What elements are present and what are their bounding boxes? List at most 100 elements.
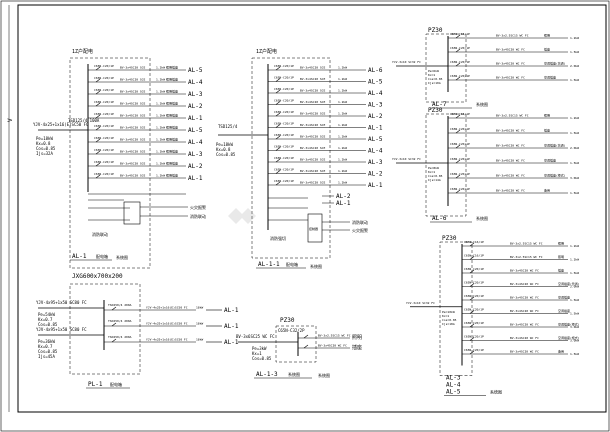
al1-circuit-use: 照明插座 — [166, 101, 178, 106]
panel_pz30_mid-row-breaker-label: C65N-C20/1P — [450, 172, 470, 176]
al1-circuit-breaker-label: C65N-C20/1P — [94, 76, 114, 80]
al1-scale: 系统图 — [116, 254, 128, 260]
panel_pz30_top-row-breaker-label: C65N-C20/1P — [450, 46, 470, 50]
panel_pz30_top-feed-cable: YJV-3x10 SC32 FC — [392, 60, 421, 64]
panel_pz30_bot-caption: AL-5 — [446, 389, 461, 396]
panel_pz30_top-row-cable: BV-3x4SC20 WC FC — [496, 48, 525, 52]
pl1-note-b-0: Pe=36kW — [38, 339, 55, 344]
al11-circuit-power: 1.2kW — [338, 100, 347, 104]
al1-circuit-id: AL-1 — [188, 115, 203, 122]
panel_pz30_top-row-breaker-label: C65N-C20/1P — [450, 74, 470, 78]
panel_pz30_bot-caption: AL-3 — [446, 375, 461, 382]
panel_pz30_bot-row-use: 备用 — [558, 349, 564, 354]
al11-circuit-cable: BV-3x4SC20 SCE — [300, 169, 325, 173]
al11-circuit-id: AL-1 — [368, 125, 383, 132]
panel_pz30_mid-row-power: 2.0kW — [570, 146, 579, 150]
al13-note-1: Kx=1 — [252, 351, 262, 356]
al11-circuit-id: AL-1 — [368, 182, 383, 189]
panel_pz30_top-row-breaker-switch — [455, 62, 461, 67]
al11-circuit-id: AL-3 — [368, 159, 383, 166]
al11-circuit-breaker-label: C65N-C20/1P — [274, 64, 294, 68]
al11-bus-label: 1Z户配电 — [256, 48, 277, 55]
al13-scale: 系统图 — [318, 372, 330, 378]
panel_pz30_top-enclosure — [425, 33, 467, 103]
al11-circuit-breaker-switch — [275, 124, 281, 128]
al11-fire-output-3: 火灾报警 — [352, 227, 368, 233]
al11-circuit-breaker-switch — [275, 158, 281, 163]
al1-feed-cable: YJV-4x25+1x16(E)SC50 FC — [33, 122, 89, 127]
al11-circuit-breaker-switch — [275, 135, 281, 140]
pl1-box-size: JXG600x700x200 — [72, 273, 123, 280]
panel_pz30_bot-row-power: 1.2kW — [570, 258, 579, 262]
al11-circuit-breaker-label: C65N-C20/1P — [274, 99, 294, 103]
panel_pz30_top-row-use: 照明 — [544, 34, 550, 38]
panel_pz30_bot-row-use: 空调插座(普通) — [558, 281, 580, 286]
al11-circuit-cable: BV-3x4SC20 SCE — [300, 89, 325, 93]
al11-circuit-power: 1.2kW — [338, 181, 347, 185]
panel_pz30_bot-row-cable: BV-3x4SC20 WC FC — [510, 282, 539, 286]
al11-circuit-breaker-label: C65N-C20/1P — [274, 145, 294, 149]
panel_pz30_bot-note: Pe=10kW — [442, 310, 455, 314]
panel_pz30_bot-row-cable: BV-3x4SC20 WC FC — [510, 296, 539, 300]
al1-circuit-use: 照明插座 — [166, 65, 178, 70]
panel_pz30_top-row-power: 1.5kW — [570, 50, 579, 54]
al11-circuit-breaker-label: C65N-C20/1P — [274, 122, 294, 126]
panel_pz30_top-row-use: 空调插座 — [544, 75, 556, 80]
al11-circuit-cable: BV-3x4SC20 SCE — [300, 123, 325, 127]
al1-circuit-breaker-label: C65N-C20/1P — [94, 112, 114, 116]
al13-note-2: Cos=0.85 — [252, 356, 272, 361]
al11-circuit-cable: BV-3x4SC20 SCE — [300, 100, 325, 104]
pl1-note-a-1: Kx=0.7 — [38, 317, 53, 322]
al11-note-0: Pe=18kW — [216, 142, 233, 147]
al11-fire-output-1: AL-1 — [336, 200, 351, 207]
panel_pz30_bot-row-breaker-switch — [469, 242, 475, 247]
al11-circuit-power: 1.2kW — [338, 135, 347, 139]
al11-circuit-breaker-switch — [275, 147, 281, 151]
al1-circuit-id: AL-2 — [188, 163, 203, 170]
panel_pz30_mid-row-cable: BV-3x4SC20 WC FC — [496, 159, 525, 163]
pl1-circuit-power: 18kW — [196, 306, 203, 310]
al11-circuit-id: AL-5 — [368, 136, 383, 143]
panel-pl1: JXG600x700x200 YJV-4x95+1x50 SC80 FC YJV… — [36, 273, 239, 389]
al11-main-breaker: TSD125/4 — [218, 124, 238, 129]
al1-circuit-breaker-label: C65N-C20/1P — [94, 64, 114, 68]
panel_pz30_mid-row-breaker-switch — [455, 129, 461, 134]
al11-circuit-cable: BV-3x4SC20 SCE — [300, 77, 325, 81]
panel_pz30_mid-row-breaker-switch — [455, 174, 461, 179]
al11-circuit-breaker-switch — [275, 101, 281, 105]
al11-circuit-power: 1.2kW — [338, 146, 347, 150]
panel_pz30_top-row-cable: BV-3x4SC20 WC FC — [496, 62, 525, 66]
al1-circuit-breaker-label: C65N-C20/1P — [94, 100, 114, 104]
panel_pz30_bot-row-use: 空调插座(柜式) — [558, 322, 580, 327]
panel_pz30_top-row-breaker-label: C65N-C16/1P — [450, 32, 470, 36]
al11-circuit-id: AL-2 — [368, 113, 383, 120]
panel_pz30_mid-row-cable: BV-3x2.5SC15 WC FC — [496, 114, 529, 118]
panel_pz30_bot-row-power: 1.2kW — [570, 244, 579, 248]
panel_pz30_mid-row-breaker-label: C65N-C20/1P — [450, 127, 470, 131]
al1-circuit-id: AL-4 — [188, 139, 203, 146]
sheet-inner-frame — [17, 4, 607, 413]
al1-circuit-use: 照明插座 — [166, 137, 178, 142]
panel_pz30_bot-caption: AL-4 — [446, 382, 461, 389]
panel_pz30_mid-note: Ijs=14A — [428, 178, 441, 182]
panel_pz30_mid-row-power: 1.2kW — [570, 116, 579, 120]
panel_pz30_bot-row-breaker-switch — [469, 310, 475, 314]
al1-circuit-breaker-switch — [95, 66, 101, 71]
panel_pz30_top-row-cable: BV-3x4SC20 WC FC — [496, 76, 525, 80]
al13-circuit-cable: BV-3x4SC20 WC FC — [318, 344, 347, 348]
panel_pz30_mid-note: Cos=0.85 — [428, 174, 443, 178]
panel_pz30_bot-note: Ijs=18A — [442, 322, 455, 326]
panel_pz30_top-caption: AL-7 — [432, 101, 447, 108]
panel_pz30_bot-row-power: 1.5kW — [570, 298, 579, 302]
pl1-note-b-2: Cos=0.85 — [38, 349, 58, 354]
panel_pz30_mid-row-breaker-switch — [455, 189, 461, 194]
al11-controller-label: 控制器 — [309, 226, 318, 231]
panel_pz30_mid-row-power: 1.5kW — [570, 191, 579, 195]
al1-circuit-power: 1.2kW — [156, 102, 165, 106]
panel_pz30_bot-row-cable: BV-3x4SC20 WC FC — [510, 336, 539, 340]
pl1-circuit-label: AL-1 — [224, 339, 239, 346]
al1-circuit-breaker-switch — [95, 114, 101, 119]
panel_pz30_mid-row-use: 备用 — [544, 188, 550, 193]
